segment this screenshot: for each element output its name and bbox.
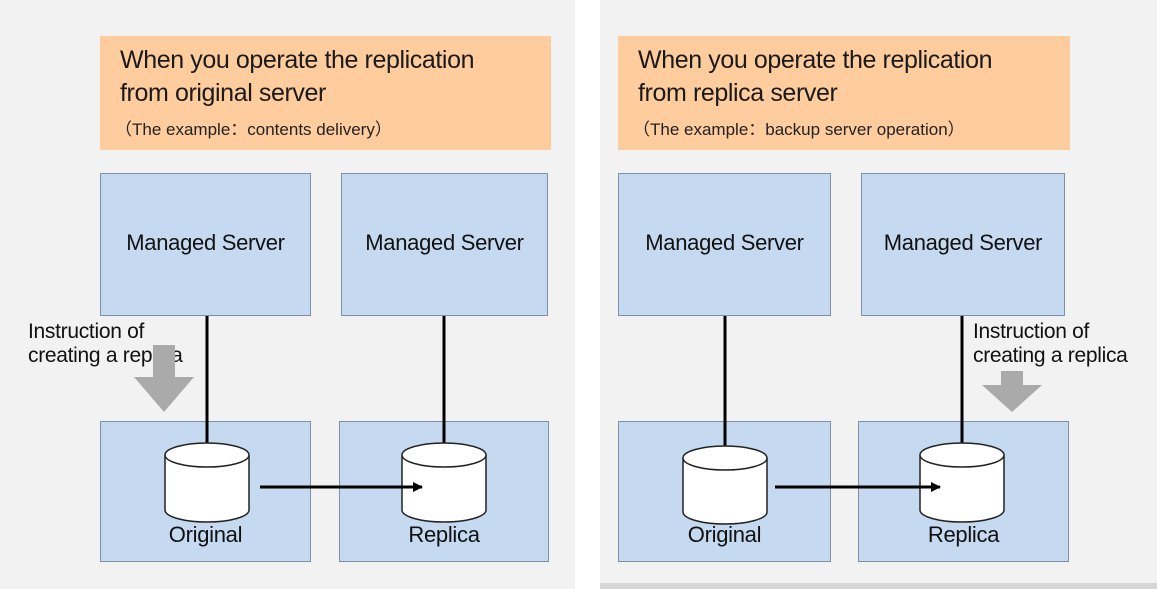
left-original-volume-box: Original bbox=[100, 421, 311, 562]
replica-label: Replica bbox=[927, 522, 1000, 547]
left-instruction-note: Instruction of creating a replica bbox=[28, 320, 183, 368]
server-label: Managed Server bbox=[126, 230, 285, 255]
instruction-line2: creating a replica bbox=[28, 344, 183, 367]
right-instruction-note: Instruction of creating a replica bbox=[973, 320, 1128, 368]
left-replica-volume-box: Replica bbox=[339, 421, 549, 562]
server-label: Managed Server bbox=[883, 230, 1043, 255]
left-managed-server-replica: Managed Server bbox=[341, 173, 548, 316]
left-caption: When you operate the replication from or… bbox=[100, 36, 551, 150]
right-managed-server-original: Managed Server bbox=[618, 173, 831, 316]
right-managed-server-replica: Managed Server bbox=[861, 173, 1065, 316]
right-original-volume-box: Original bbox=[618, 421, 831, 562]
server-label: Managed Server bbox=[365, 230, 524, 255]
left-caption-line2: from original server bbox=[120, 79, 326, 107]
replica-label: Replica bbox=[408, 522, 480, 547]
left-caption-subtitle: （The example：contents delivery） bbox=[115, 120, 392, 139]
original-label: Original bbox=[687, 522, 762, 547]
original-label: Original bbox=[168, 522, 243, 547]
instruction-line2: creating a replica bbox=[973, 344, 1128, 367]
server-label: Managed Server bbox=[645, 230, 804, 255]
left-caption-line1: When you operate the replication bbox=[120, 46, 475, 74]
panel-bottom-edge bbox=[600, 583, 1157, 589]
right-caption-subtitle: （The example：backup server operation） bbox=[633, 120, 965, 139]
right-replica-volume-box: Replica bbox=[858, 421, 1069, 562]
right-caption-line2: from replica server bbox=[638, 79, 838, 107]
left-managed-server-original: Managed Server bbox=[100, 173, 311, 316]
panel-gap bbox=[575, 0, 600, 589]
right-caption-line1: When you operate the replication bbox=[638, 46, 993, 74]
instruction-line1: Instruction of bbox=[28, 320, 145, 343]
instruction-line1: Instruction of bbox=[973, 320, 1090, 343]
right-caption: When you operate the replication from re… bbox=[618, 36, 1070, 150]
